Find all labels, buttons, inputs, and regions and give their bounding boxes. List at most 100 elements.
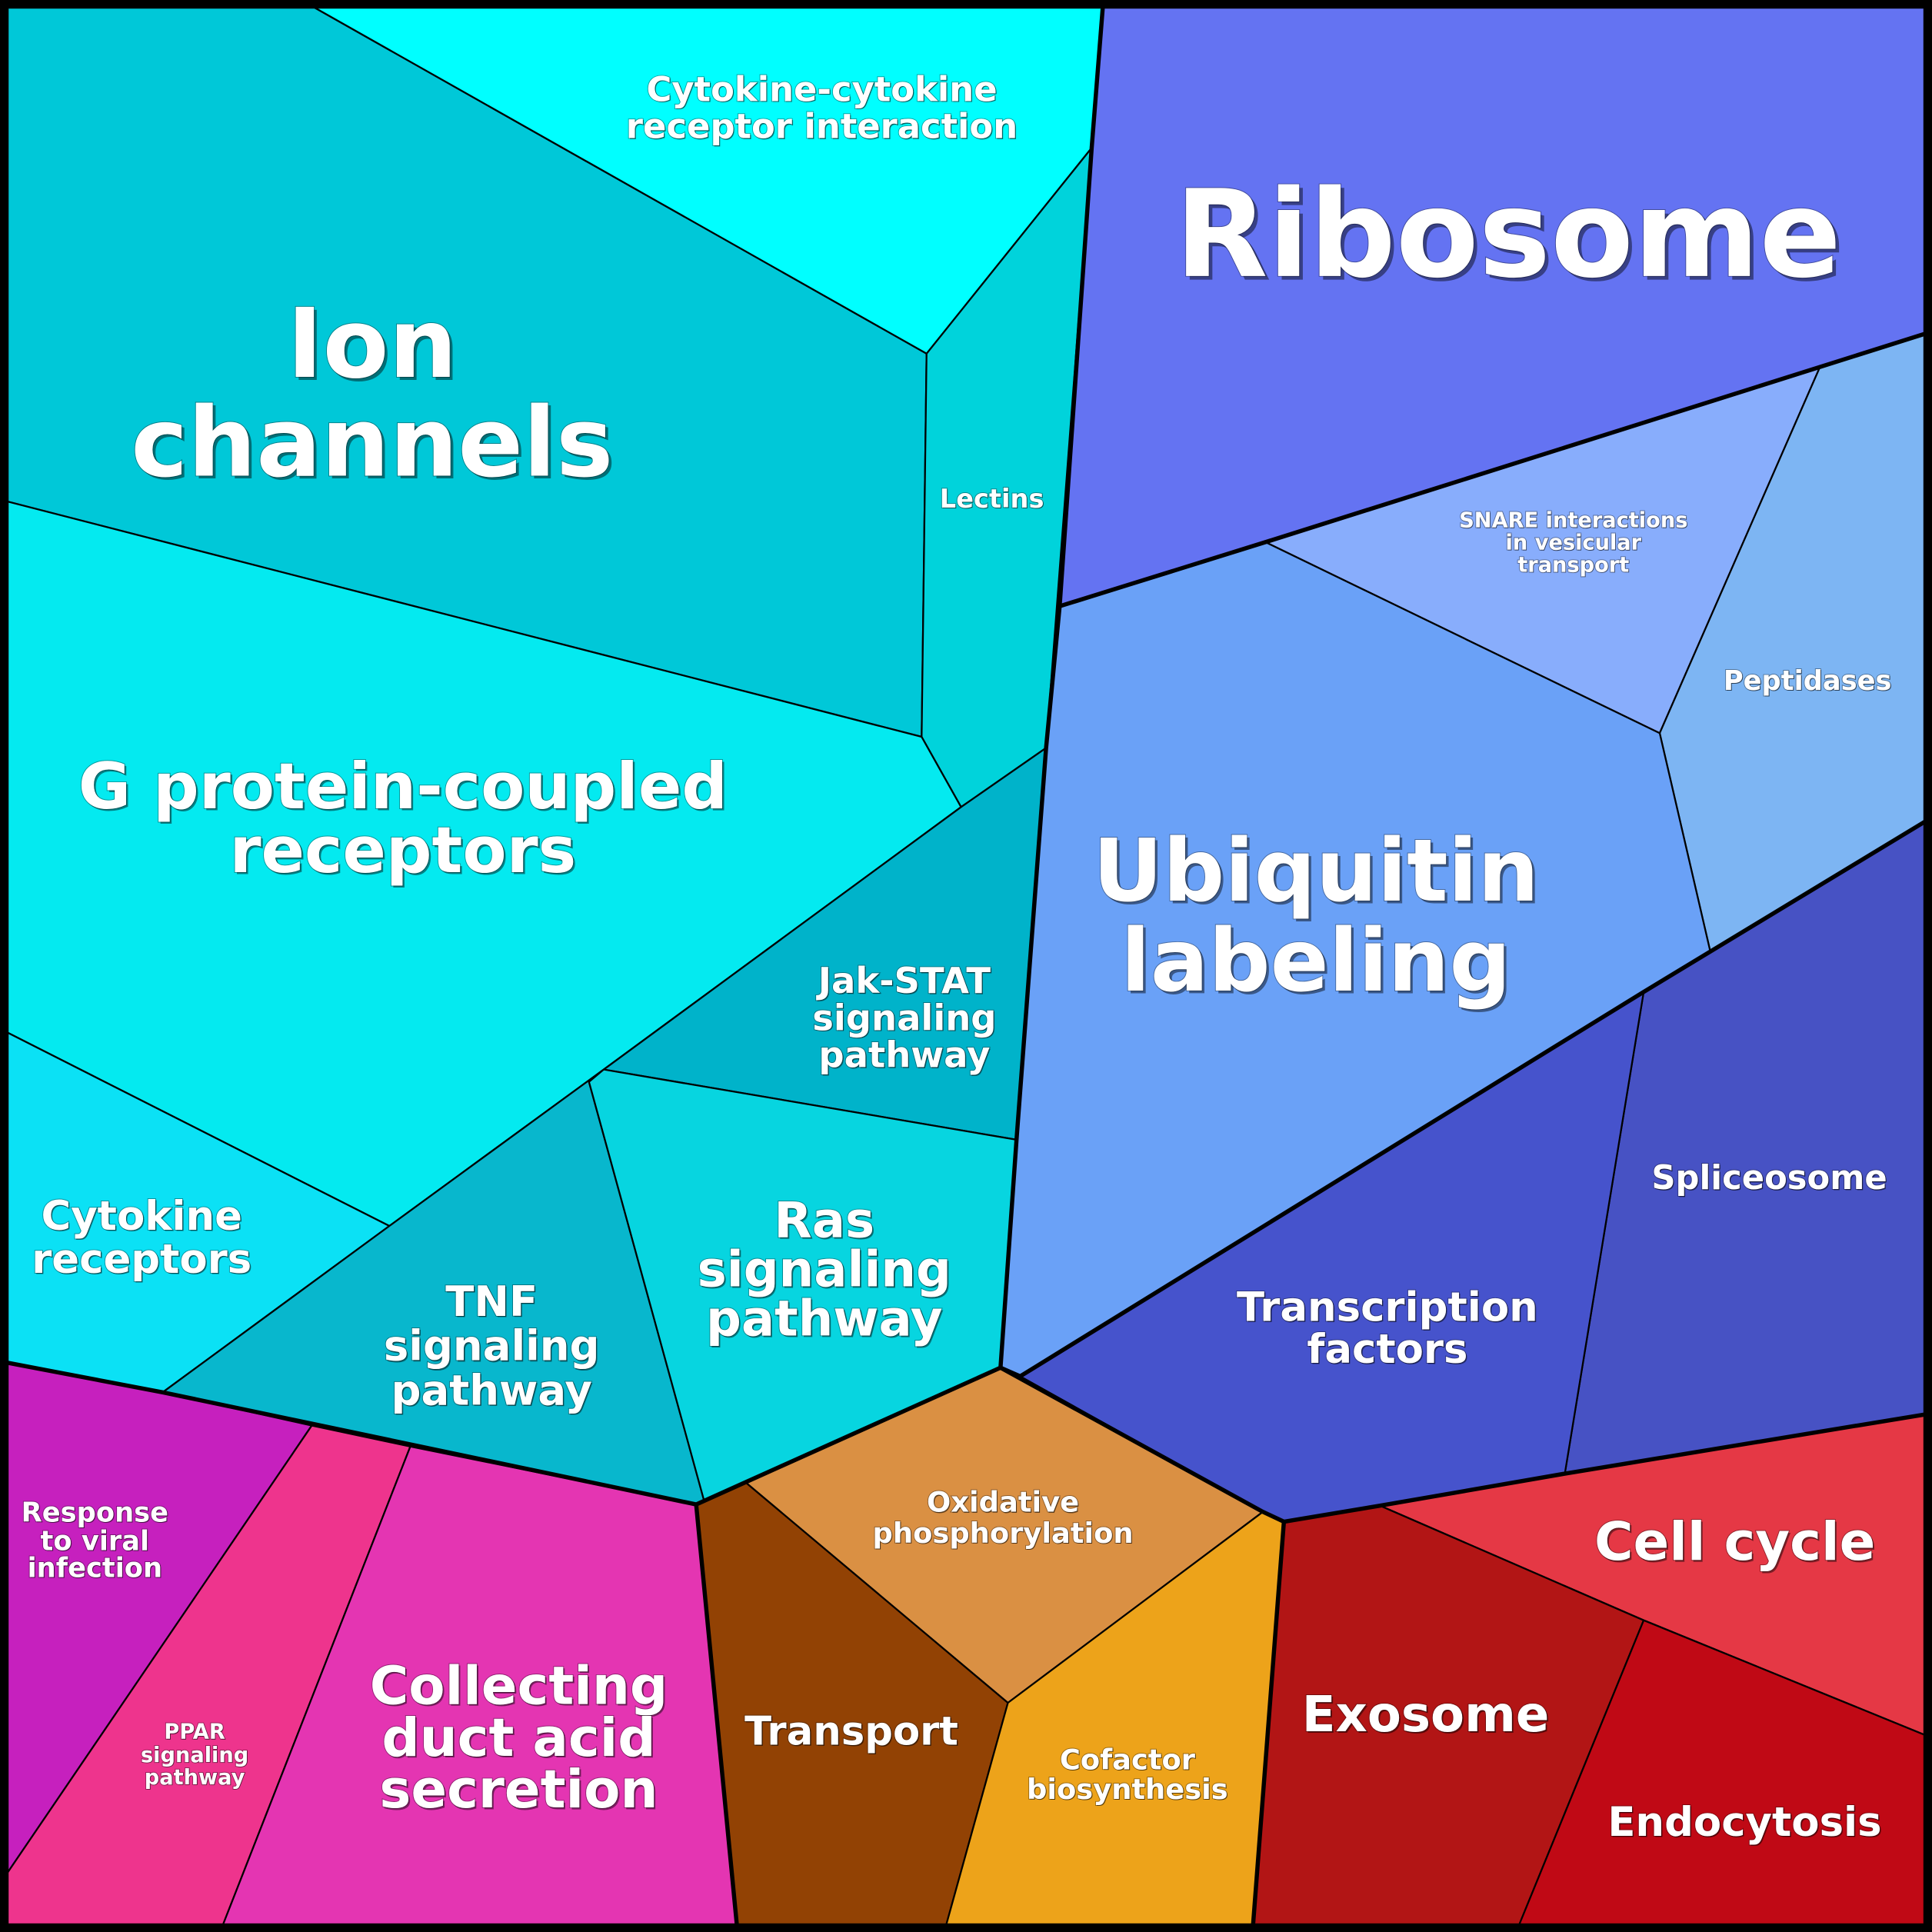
label-shadow-cytokine-receptors: Cytokine	[42, 1194, 244, 1241]
label-snare: transport	[1517, 553, 1629, 577]
label-snare: SNARE interactions	[1459, 509, 1687, 533]
label-shadow-snare: SNARE interactions	[1460, 509, 1688, 533]
group-border	[998, 1365, 1023, 1379]
label-shadow-response-viral: to viral	[42, 1526, 151, 1557]
label-transcription-factors: factors	[1307, 1326, 1467, 1373]
label-shadow-cofactor: Cofactor	[1061, 1744, 1197, 1777]
label-shadow-collecting-duct: Collecting	[371, 1657, 670, 1719]
label-shadow-cytokine-cytokine: receptor interaction	[627, 107, 1018, 148]
label-snare: in vesicular	[1506, 531, 1642, 555]
label-shadow-collecting-duct: secretion	[381, 1760, 659, 1822]
group-border	[1058, 331, 1927, 608]
label-cytokine-cytokine: receptor interaction	[626, 105, 1018, 146]
label-cytokine-cytokine: Cytokine-cytokine	[646, 68, 997, 109]
label-shadow-cytokine-receptors: receptors	[33, 1237, 253, 1284]
label-shadow-cofactor: biosynthesis	[1028, 1774, 1229, 1807]
group-border	[5, 1361, 1927, 1524]
label-shadow-ras: signaling	[699, 1243, 953, 1300]
label-jak-stat: signaling	[812, 997, 996, 1038]
label-ras: Ras	[774, 1192, 874, 1249]
label-shadow-exosome: Exosome	[1304, 1688, 1551, 1745]
label-ubiquitin: labeling	[1121, 911, 1511, 1011]
label-shadow-response-viral: infection	[28, 1554, 163, 1585]
label-tnf: signaling	[384, 1321, 600, 1371]
labels-layer: IonIonchannelschannelsCytokine-cytokineC…	[21, 68, 1893, 1847]
label-shadow-ras: Ras	[775, 1194, 876, 1251]
label-tnf: pathway	[391, 1365, 592, 1414]
label-shadow-ppar: pathway	[145, 1767, 246, 1790]
label-shadow-tnf: signaling	[385, 1322, 601, 1371]
label-ion-channels: Ion	[287, 288, 457, 400]
label-jak-stat: Jak-STAT	[816, 960, 991, 1001]
group-border	[694, 1502, 739, 1927]
label-ppar: pathway	[145, 1766, 245, 1790]
label-shadow-endocytosis: Endocytosis	[1609, 1800, 1883, 1847]
label-shadow-peptidases: Peptidases	[1724, 666, 1893, 698]
label-response-viral: to viral	[41, 1525, 150, 1557]
label-shadow-transcription-factors: Transcription	[1238, 1285, 1540, 1332]
label-shadow-ubiquitin: Ubiquitin	[1095, 824, 1541, 924]
label-tnf: TNF	[445, 1277, 538, 1326]
label-cytokine-receptors: Cytokine	[41, 1193, 242, 1240]
label-shadow-response-viral: Response	[22, 1498, 169, 1530]
label-ion-channels: channels	[131, 387, 613, 498]
label-shadow-transport: Transport	[746, 1710, 960, 1756]
label-gpcr: receptors	[229, 813, 576, 888]
group-border	[1251, 1519, 1287, 1927]
label-ras: pathway	[706, 1291, 943, 1348]
label-cofactor: biosynthesis	[1027, 1773, 1228, 1806]
label-shadow-ion-channels: Ion	[290, 291, 460, 403]
label-ubiquitin: Ubiquitin	[1093, 821, 1539, 921]
label-transport: Transport	[744, 1708, 958, 1754]
label-shadow-ppar: signaling	[142, 1744, 249, 1768]
label-shadow-cytokine-cytokine: Cytokine-cytokine	[648, 70, 998, 111]
label-shadow-oxidative: phosphorylation	[874, 1517, 1134, 1551]
label-cell-cycle: Cell cycle	[1594, 1511, 1875, 1573]
label-gpcr: G protein-coupled	[78, 749, 728, 824]
label-ppar: PPAR	[164, 1720, 225, 1744]
label-shadow-jak-stat: pathway	[820, 1035, 991, 1077]
label-ribosome: Ribosome	[1175, 165, 1841, 305]
label-shadow-collecting-duct: duct acid	[383, 1709, 657, 1770]
label-shadow-snare: transport	[1518, 554, 1630, 578]
label-shadow-ras: pathway	[708, 1293, 944, 1350]
label-response-viral: Response	[22, 1497, 168, 1529]
label-shadow-tnf: TNF	[447, 1278, 539, 1327]
label-oxidative: phosphorylation	[873, 1517, 1134, 1550]
label-shadow-snare: in vesicular	[1506, 531, 1642, 555]
label-transcription-factors: Transcription	[1237, 1284, 1538, 1331]
label-exosome: Exosome	[1302, 1687, 1550, 1744]
label-ppar: signaling	[141, 1744, 248, 1767]
group-borders-layer	[5, 5, 1927, 1927]
label-spliceosome: Spliceosome	[1651, 1159, 1887, 1198]
label-response-viral: infection	[28, 1553, 162, 1584]
label-shadow-jak-stat: signaling	[814, 998, 998, 1040]
label-shadow-gpcr: receptors	[232, 815, 578, 890]
label-shadow-ribosome: Ribosome	[1178, 168, 1844, 309]
label-shadow-ubiquitin: labeling	[1124, 914, 1514, 1014]
label-collecting-duct: Collecting	[370, 1656, 668, 1717]
label-shadow-lectins: Lectins	[941, 485, 1045, 515]
label-collecting-duct: secretion	[379, 1759, 658, 1820]
label-shadow-jak-stat: Jak-STAT	[817, 961, 992, 1003]
label-cytokine-receptors: receptors	[32, 1236, 251, 1283]
label-endocytosis: Endocytosis	[1607, 1799, 1881, 1846]
label-oxidative: Oxidative	[927, 1486, 1079, 1519]
label-shadow-ion-channels: channels	[134, 390, 616, 501]
label-lectins: Lectins	[940, 484, 1044, 514]
group-border	[998, 5, 1105, 1370]
label-shadow-tnf: pathway	[392, 1367, 593, 1416]
label-shadow-gpcr: G protein-coupled	[80, 751, 729, 825]
group-border	[1018, 819, 1927, 1379]
label-shadow-transcription-factors: factors	[1308, 1327, 1469, 1374]
label-peptidases: Peptidases	[1724, 665, 1892, 697]
label-ras: signaling	[698, 1242, 951, 1299]
label-cofactor: Cofactor	[1060, 1744, 1196, 1777]
label-jak-stat: pathway	[818, 1034, 990, 1075]
cells-layer	[6, 6, 1926, 1926]
label-shadow-cell-cycle: Cell cycle	[1596, 1513, 1877, 1574]
label-shadow-oxidative: Oxidative	[928, 1487, 1080, 1520]
label-shadow-ppar: PPAR	[165, 1720, 225, 1744]
